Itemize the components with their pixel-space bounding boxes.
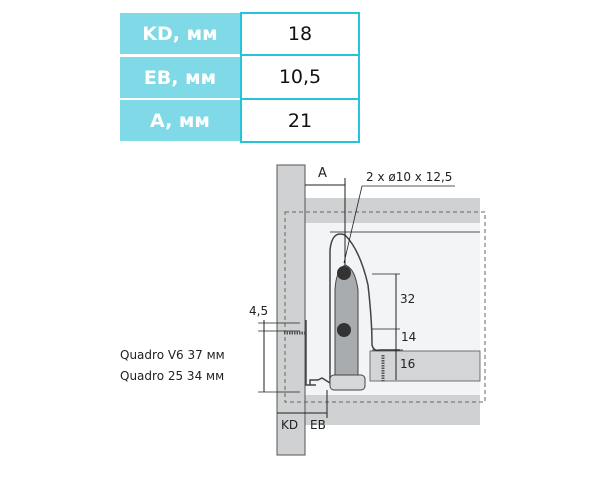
locking-device [334, 264, 359, 381]
label-quadro-v6: Quadro V6 37 мм [120, 348, 225, 362]
drawer-top-band [305, 198, 480, 223]
dashed-outline [284, 211, 486, 403]
label-quadro-25: Quadro 25 34 мм [120, 369, 224, 383]
table-value-a: 21 [240, 100, 360, 143]
drawer-bottom-band [305, 395, 480, 425]
table-label-kd: KD, мм [120, 13, 240, 54]
label-eb: EB [310, 418, 326, 432]
runner-profile [309, 233, 400, 385]
dim-16: 16 [400, 357, 415, 371]
label-a: A [318, 166, 327, 181]
dim-4-5: 4,5 [249, 304, 268, 318]
table-label-eb: EB, мм [120, 57, 240, 98]
label-dowels: 2 x ø10 x 12,5 [366, 170, 452, 184]
dim-14: 14 [401, 330, 416, 344]
drawer-bottom-panel [369, 350, 481, 382]
table-label-a: A, мм [120, 100, 240, 141]
dim-32: 32 [400, 292, 415, 306]
table-value-kd: 18 [240, 12, 360, 56]
dowel-lower-icon [337, 323, 351, 337]
label-kd: KD [281, 418, 298, 432]
cabinet-side-panel [276, 164, 306, 456]
table-value-eb: 10,5 [240, 56, 360, 100]
dowel-upper-icon [337, 266, 351, 280]
